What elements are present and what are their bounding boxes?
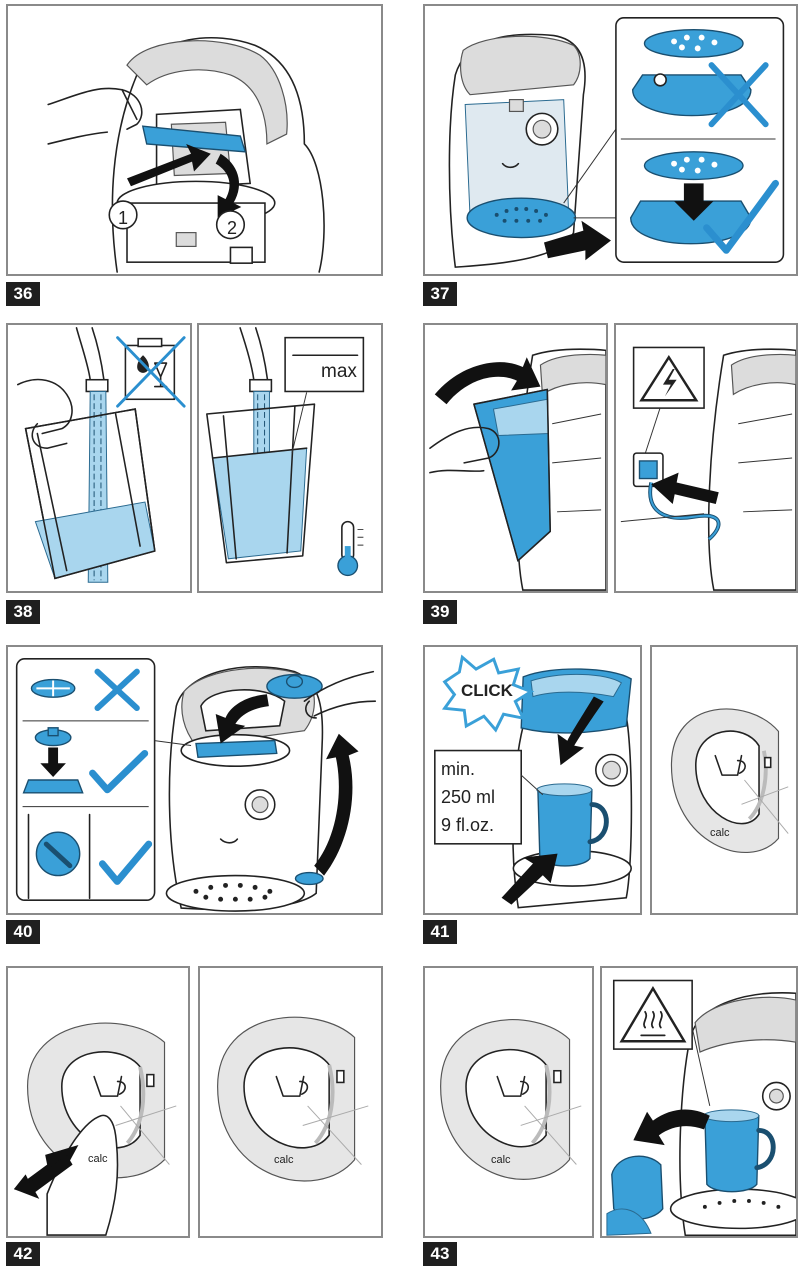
step-number-39: 39: [423, 600, 457, 624]
step-38-right-illustration: [206, 327, 365, 577]
step-41-right-illustration: [670, 708, 789, 853]
step-39-left-illustration: [429, 348, 606, 591]
step-43-right-panel: [600, 966, 798, 1238]
step-41-right-panel: calc: [650, 645, 798, 915]
step-number-42: 42: [6, 1242, 40, 1266]
step-36-panel: 1 2: [6, 4, 383, 276]
cup-min-line1: min.: [441, 759, 476, 779]
step-36-illustration: [47, 37, 325, 273]
max-label: max: [321, 361, 357, 382]
callout-1: 1: [118, 208, 129, 228]
callout-2: 2: [227, 218, 238, 238]
step-42-left-panel: calc: [6, 966, 190, 1238]
calc-label-43: calc: [491, 1154, 511, 1166]
step-number-40: 40: [6, 920, 40, 944]
calc-label-41: calc: [710, 827, 730, 839]
step-38-left-panel: [6, 323, 192, 593]
step-41-left-panel: CLICK min. 250 ml 9 fl.oz.: [423, 645, 642, 915]
step-37-illustration: [448, 17, 785, 268]
step-39-right-panel: [614, 323, 798, 593]
step-42-left-illustration: [13, 1022, 177, 1236]
step-42-right-panel: calc: [198, 966, 383, 1238]
step-40-illustration: [15, 658, 377, 912]
step-number-36: 36: [6, 282, 40, 306]
calc-label-42-left: calc: [88, 1153, 108, 1165]
step-number-43: 43: [423, 1242, 457, 1266]
step-39-right-illustration: [620, 346, 796, 591]
step-number-38: 38: [6, 600, 40, 624]
step-37-panel: [423, 4, 798, 276]
cup-min-line3: 9 fl.oz.: [441, 815, 495, 835]
step-43-left-illustration: [440, 1019, 582, 1180]
click-label: CLICK: [461, 681, 513, 700]
step-38-right-panel: max: [197, 323, 383, 593]
step-43-left-panel: calc: [423, 966, 594, 1238]
calc-label-42-right: calc: [274, 1154, 294, 1166]
step-number-37: 37: [423, 282, 457, 306]
cup-min-line2: 250 ml: [441, 787, 496, 807]
step-39-left-panel: [423, 323, 608, 593]
step-43-right-illustration: [606, 979, 796, 1236]
step-number-41: 41: [423, 920, 457, 944]
step-40-panel: [6, 645, 383, 915]
step-42-right-illustration: [217, 1016, 369, 1182]
step-41-left-illustration: [434, 654, 633, 909]
step-38-left-illustration: [17, 327, 186, 583]
